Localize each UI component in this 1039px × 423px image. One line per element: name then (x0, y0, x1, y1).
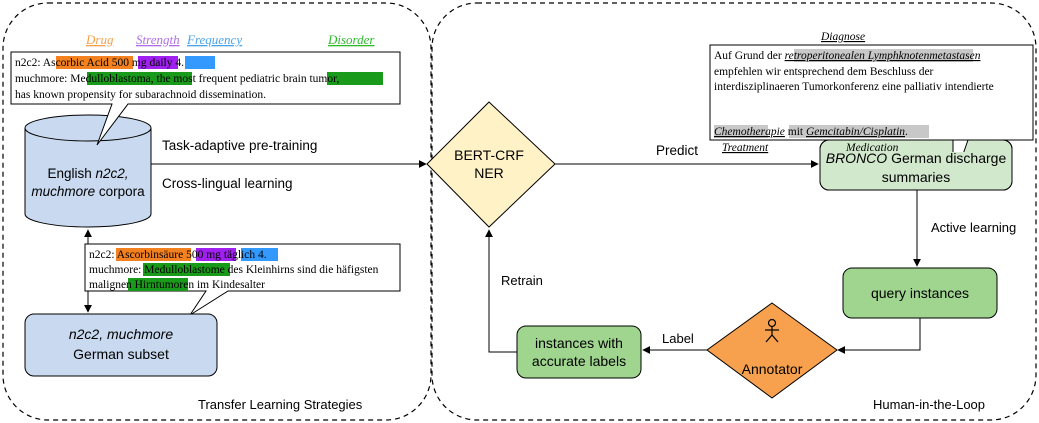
legend-drug: Drug (85, 32, 114, 47)
query-instances-box: query instances (842, 267, 998, 319)
treatment-label: Treatment (722, 142, 769, 154)
subset-line2: German subset (73, 346, 169, 362)
edge-predict: Predict (656, 143, 698, 158)
english-corpora-cylinder: English n2c2, muchmore corpora (24, 114, 152, 228)
legend-frequency: Frequency (186, 32, 242, 47)
corpora-label-line2: muchmore corpora (31, 184, 145, 199)
bronco-label: BRONCO German discharge summaries (819, 139, 1013, 191)
bronco-ex-line4: Chemotherapie mit Gemcitabin/Cisplatin. (714, 126, 908, 138)
transfer-learning-panel (2, 2, 432, 421)
edge-task-adaptive: Task-adaptive pre-training (162, 138, 317, 153)
edge-retrain: Retrain (501, 273, 543, 288)
bronco-ex-line3: interdisziplinaeren Tumorkonferenz eine … (714, 81, 994, 93)
human-in-the-loop-panel (431, 2, 1037, 421)
entity-legend: Drug Strength Frequency Disorder (85, 32, 375, 47)
arrow-to-annotator (837, 318, 921, 354)
annotator-diamond: Annotator (706, 302, 838, 399)
query-label: query instances (871, 285, 969, 301)
person-icon (765, 318, 779, 343)
german-example-callout: n2c2: Ascorbinsäure 500 mg täglich 4. mu… (84, 243, 401, 316)
legend-disorder: Disorder (327, 32, 375, 47)
instances-line2: accurate labels (532, 353, 626, 369)
bronco-line2: summaries (882, 169, 950, 185)
ner-line2: NER (474, 165, 504, 181)
de-line3: malignen Hirntumoren im Kindesalter (89, 279, 265, 291)
english-example-callout: n2c2: Ascorbic Acid 500 mg daily 4. much… (10, 51, 401, 146)
en-line1: n2c2: Ascorbic Acid 500 mg daily 4. (15, 57, 184, 69)
legend-strength: Strength (136, 32, 180, 47)
bronco-ex-line1: Auf Grund der retroperitonealen Lymphkno… (714, 50, 981, 62)
medication-label: Medication (845, 142, 899, 154)
edge-active-learning: Active learning (931, 220, 1016, 235)
accurate-labels-box: instances with accurate labels (516, 325, 642, 379)
corpora-label-line1: English n2c2, (47, 166, 128, 181)
section-human-label: Human-in-the-Loop (873, 397, 985, 412)
bronco-line1: BRONCO German discharge (826, 150, 1007, 166)
de-line2: muchmore: Medulloblastome des Kleinhirns… (89, 264, 379, 276)
bert-crf-ner-diamond: BERT-CRF NER (426, 101, 556, 228)
en-line3: has known propensity for subarachnoid di… (15, 89, 266, 101)
en-line2: muchmore: Medulloblastoma, the most freq… (15, 73, 339, 85)
instances-line1: instances with (535, 335, 623, 351)
arrow-retrain (485, 229, 517, 353)
section-transfer-label: Transfer Learning Strategies (198, 397, 363, 412)
bronco-ex-line2: empfehlen wir entsprechend dem Beschluss… (714, 66, 934, 78)
de-line1: n2c2: Ascorbinsäure 500 mg täglich 4. (89, 249, 267, 261)
german-subset-box: n2c2, muchmore German subset (24, 313, 218, 377)
edge-cross-lingual: Cross-lingual learning (162, 176, 293, 191)
subset-line1: n2c2, muchmore (69, 326, 173, 342)
edge-label: Label (662, 331, 694, 346)
diagnose-label: Diagnose (820, 31, 865, 43)
ner-line1: BERT-CRF (454, 147, 524, 163)
annotator-label: Annotator (742, 361, 803, 377)
